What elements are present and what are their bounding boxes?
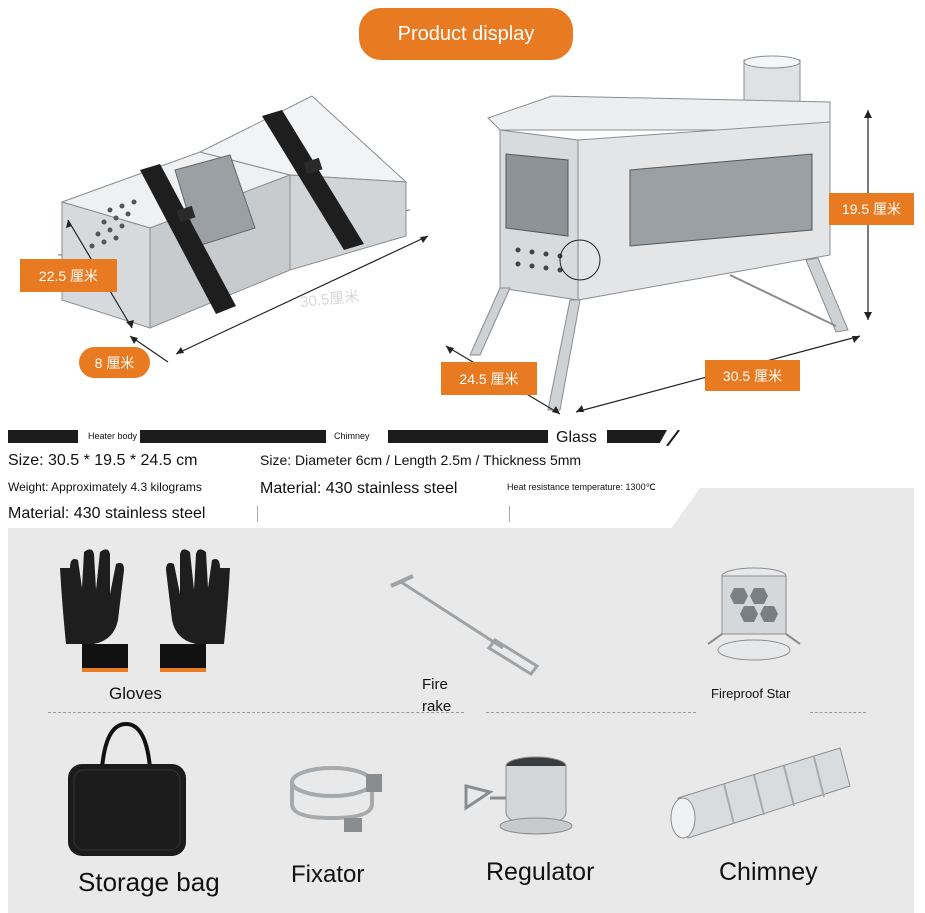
fire-rake-label-2-text: rake (422, 698, 452, 715)
storage-bag-label-text: Storage bag (78, 867, 220, 897)
heater-weight-text: Weight: Approximately 4.3 kilograms (8, 480, 202, 494)
chimney-size: Size: Diameter 6cm / Length 2.5m / Thick… (260, 452, 581, 468)
regulator-label-text: Regulator (486, 858, 595, 886)
chimney-material-text: Material: 430 stainless steel (260, 480, 458, 497)
folded-stove-image (57, 95, 429, 363)
storage-bag-label: Storage bag (78, 867, 220, 898)
regulator-label: Regulator (486, 858, 594, 887)
fire-rake-label-2: rake (422, 698, 451, 715)
chimney-icon (670, 747, 851, 839)
row-divider-3 (810, 712, 866, 713)
heater-material: Material: 430 stainless steel (8, 505, 205, 523)
assembled-stove-image (445, 55, 872, 415)
product-display-title: Product display (359, 8, 573, 60)
chimney-header-text: Chimney (334, 431, 370, 441)
column-divider-2 (509, 506, 510, 522)
corner-shade (670, 488, 914, 530)
regulator-icon (464, 756, 573, 835)
glass-header-bar (607, 430, 667, 443)
fireproof-star-label-text: Fireproof Star (711, 686, 791, 701)
gloves-label-text: Gloves (109, 684, 162, 703)
fire-rake-label-1: Fire (422, 676, 448, 693)
fixator-label: Fixator (291, 861, 364, 889)
storage-bag-icon (68, 721, 186, 856)
stove-depth-tag: 24.5 厘米 (441, 362, 537, 395)
row-divider-2 (486, 712, 696, 713)
gloves-icon (60, 549, 230, 672)
folded-height-text: 22.5 厘米 (38, 267, 99, 284)
heater-weight: Weight: Approximately 4.3 kilograms (8, 480, 202, 494)
heater-material-text: Material: 430 stainless steel (8, 505, 206, 522)
stove-length-tag: 30.5 厘米 (705, 360, 800, 391)
chimney-label-text: Chimney (719, 858, 818, 886)
fire-rake-icon (390, 574, 540, 676)
chimney-header-bar (388, 430, 548, 443)
fireproof-star-icon (707, 567, 801, 661)
folded-height-tag: 22.5 厘米 (20, 259, 117, 292)
chimney-label: Chimney (719, 858, 818, 887)
heater-header-bar-right (140, 430, 326, 443)
heater-header: Heater body (88, 431, 137, 441)
gloves-label: Gloves (109, 684, 162, 704)
glass-heat: Heat resistance temperature: 1300℃ (507, 482, 656, 493)
fire-rake-label-1-text: Fire (422, 676, 448, 693)
column-divider-1 (257, 506, 258, 522)
stove-length-text: 30.5 厘米 (722, 367, 783, 384)
fixator-label-text: Fixator (291, 861, 365, 888)
product-display-title-text: Product display (397, 22, 535, 45)
heater-size-text: Size: 30.5 * 19.5 * 24.5 cm (8, 452, 198, 469)
row-divider-1 (48, 712, 464, 713)
fixator-icon (290, 766, 382, 832)
heater-header-bar-left (8, 430, 78, 443)
stove-height-tag: 19.5 厘米 (829, 193, 914, 225)
stove-depth-text: 24.5 厘米 (459, 370, 519, 387)
chimney-header: Chimney (334, 431, 370, 441)
header-divider-slash (666, 430, 680, 446)
glass-header-text: Glass (556, 429, 597, 446)
stove-height-text: 19.5 厘米 (841, 201, 902, 217)
chimney-material: Material: 430 stainless steel (260, 480, 457, 498)
fireproof-star-label: Fireproof Star (711, 686, 790, 701)
folded-thickness-tag: 8 厘米 (79, 347, 150, 378)
chimney-size-text: Size: Diameter 6cm / Length 2.5m / Thick… (260, 452, 582, 468)
glass-header: Glass (556, 429, 597, 447)
glass-heat-text: Heat resistance temperature: 1300℃ (507, 482, 656, 492)
heater-size: Size: 30.5 * 19.5 * 24.5 cm (8, 452, 197, 470)
heater-header-text: Heater body (88, 431, 138, 441)
folded-thickness-text: 8 厘米 (94, 354, 135, 371)
